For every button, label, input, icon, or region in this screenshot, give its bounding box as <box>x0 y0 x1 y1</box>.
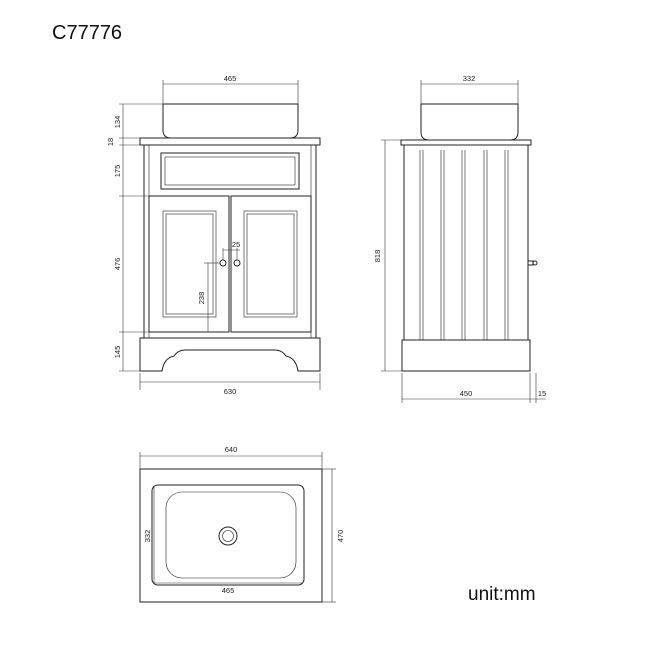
dim-knob-height: 238 <box>197 292 206 305</box>
dim-top-basin-width: 465 <box>222 586 235 595</box>
dim-basin-width: 465 <box>224 74 237 83</box>
top-drain <box>218 526 238 546</box>
dim-top-thickness: 18 <box>106 138 115 146</box>
dim-top-depth: 470 <box>336 530 345 543</box>
unit-label: unit:mm <box>468 584 536 605</box>
front-left-door <box>148 195 230 333</box>
side-view: 332 818 450 15 <box>373 74 546 403</box>
front-plinth <box>139 337 321 372</box>
top-countertop <box>139 468 323 603</box>
front-left-door-panel <box>162 210 217 318</box>
product-code: C77776 <box>52 22 123 44</box>
side-cabinet-body <box>403 144 529 341</box>
front-countertop <box>139 137 321 146</box>
dim-door-height: 476 <box>113 258 122 271</box>
dim-side-basin-depth: 332 <box>463 74 476 83</box>
front-view: 465 134 18 175 476 145 630 25 238 <box>106 74 321 396</box>
top-view: 640 470 332 465 <box>139 445 345 603</box>
dim-top-basin-depth: 332 <box>143 530 152 543</box>
side-panelling <box>419 150 509 340</box>
front-drawer <box>160 152 300 190</box>
dim-overall-depth: 450 <box>460 389 473 398</box>
front-left-door-panel-inner <box>165 213 214 315</box>
front-right-knob <box>233 259 241 267</box>
front-left-knob <box>219 259 227 267</box>
dim-plinth-height: 145 <box>113 346 122 359</box>
top-basin-inner <box>165 491 297 579</box>
front-basin <box>162 103 299 139</box>
side-knob <box>527 260 534 266</box>
side-basin <box>420 103 519 141</box>
dim-top-width: 640 <box>225 445 238 454</box>
dim-basin-height: 134 <box>113 116 122 129</box>
dim-knob-projection: 15 <box>538 389 546 398</box>
front-cabinet-body <box>143 144 317 339</box>
front-drawer-inner <box>164 156 296 186</box>
top-basin-outer <box>151 484 305 586</box>
dim-overall-width: 630 <box>224 387 237 396</box>
side-plinth <box>401 339 531 372</box>
front-right-door-panel-inner <box>246 213 295 315</box>
dim-overall-height: 818 <box>373 250 382 263</box>
side-countertop <box>400 139 532 146</box>
front-right-door-panel <box>243 210 298 318</box>
front-right-door <box>230 195 312 333</box>
dim-knob-spacing: 25 <box>232 240 240 249</box>
dim-drawer-height: 175 <box>113 165 122 178</box>
